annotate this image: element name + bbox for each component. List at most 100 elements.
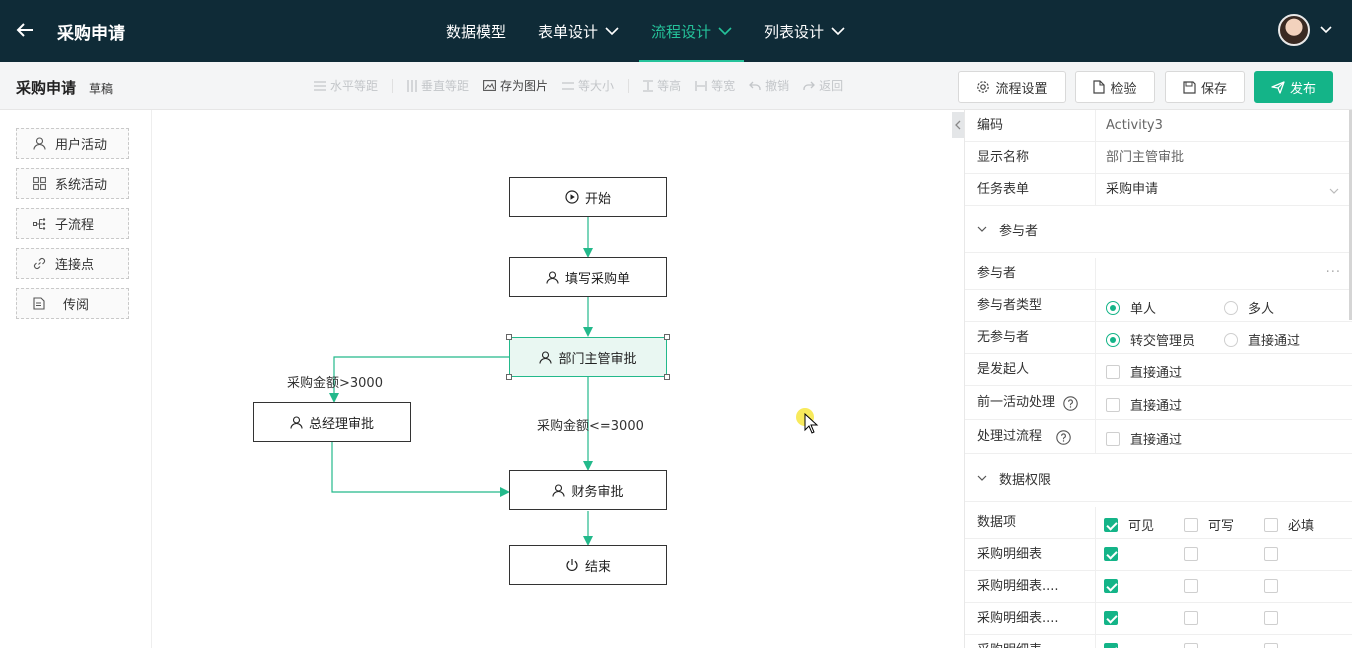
undo-icon: [749, 81, 761, 91]
resize-handle[interactable]: [506, 374, 512, 380]
checkbox-visible[interactable]: [1104, 611, 1128, 625]
node-start[interactable]: 开始: [509, 177, 667, 217]
properties-scrollbar[interactable]: [1349, 110, 1352, 320]
edge-gm-finance: [331, 442, 510, 497]
prop-task-form: 任务表单 采购申请: [965, 174, 1352, 206]
prop-no-participant: 无参与者 转交管理员 直接通过: [965, 322, 1352, 354]
checkbox-visible[interactable]: [1104, 579, 1128, 593]
edge-label-over-3000[interactable]: 采购金额>3000: [287, 376, 383, 391]
save-button[interactable]: 保存: [1165, 71, 1245, 103]
permission-row: 采购明细表: [965, 635, 1352, 648]
participant-picker[interactable]: ···: [1095, 258, 1352, 290]
user-icon: [290, 415, 303, 429]
palette-circulate[interactable]: 传阅: [16, 288, 129, 319]
radio-multi[interactable]: 多人: [1224, 298, 1274, 317]
checkbox-required[interactable]: [1264, 611, 1288, 625]
main-nav: 数据模型 表单设计 流程设计 列表设计: [430, 0, 861, 62]
edge-dept-gm: [329, 356, 509, 403]
display-name-input[interactable]: 部门主管审批: [1095, 142, 1352, 174]
checkbox-writable[interactable]: [1184, 547, 1208, 561]
palette-system-activity[interactable]: 系统活动: [16, 168, 129, 199]
checkbox-required[interactable]: [1264, 643, 1288, 648]
gear-icon: [976, 80, 990, 94]
chevron-down-icon: [977, 475, 987, 482]
prop-code: 编码 Activity3: [965, 110, 1352, 142]
publish-button[interactable]: 发布: [1254, 71, 1333, 103]
flow-settings-button[interactable]: 流程设置: [958, 71, 1066, 103]
checkbox-visible[interactable]: [1104, 547, 1128, 561]
help-icon[interactable]: [1063, 395, 1078, 411]
tab-flow-design[interactable]: 流程设计: [635, 0, 748, 62]
chevron-left-icon: [955, 120, 961, 130]
node-finance-approval[interactable]: 财务审批: [509, 470, 667, 510]
checkbox-writable[interactable]: [1184, 579, 1208, 593]
radio-transfer-admin[interactable]: 转交管理员: [1106, 330, 1195, 349]
collapse-right-handle[interactable]: [952, 112, 964, 138]
back-button[interactable]: [14, 19, 36, 41]
resize-handle[interactable]: [664, 374, 670, 380]
node-fill-purchase-form[interactable]: 填写采购单: [509, 257, 667, 297]
checkbox-initiator-pass[interactable]: 直接通过: [1106, 362, 1182, 381]
divider: [392, 78, 394, 93]
same-height-icon: [643, 79, 654, 92]
same-width-button[interactable]: 等宽: [695, 77, 735, 94]
save-icon: [1183, 80, 1196, 94]
tab-data-model[interactable]: 数据模型: [446, 22, 507, 41]
tab-form-design[interactable]: 表单设计: [522, 0, 635, 62]
same-size-button[interactable]: 等大小: [562, 77, 614, 94]
checkbox-writable-all[interactable]: 可写: [1184, 515, 1234, 534]
node-gm-approval[interactable]: 总经理审批: [253, 402, 411, 442]
palette-connector[interactable]: 连接点: [16, 248, 129, 279]
checkbox-writable[interactable]: [1184, 611, 1208, 625]
checkbox-previous-pass[interactable]: 直接通过: [1106, 395, 1182, 414]
palette-subprocess[interactable]: 子流程: [16, 208, 129, 239]
checkbox-visible-all[interactable]: 可见: [1104, 515, 1154, 534]
radio-single[interactable]: 单人: [1106, 298, 1156, 317]
app-title: 采购申请: [57, 24, 125, 44]
task-form-select[interactable]: 采购申请: [1095, 174, 1352, 206]
play-circle-icon: [565, 190, 579, 204]
node-end[interactable]: 结束: [509, 545, 667, 585]
user-icon: [546, 270, 559, 284]
redo-button[interactable]: 返回: [803, 77, 843, 94]
user-avatar[interactable]: [1278, 14, 1310, 46]
tab-list-design[interactable]: 列表设计: [748, 0, 861, 62]
edge-label-under-3000[interactable]: 采购金额<=3000: [537, 419, 644, 434]
undo-button[interactable]: 撤销: [749, 77, 789, 94]
status-badge: 草稿: [89, 82, 114, 96]
section-participants[interactable]: 参与者: [965, 207, 1352, 253]
checkbox-handled-pass[interactable]: 直接通过: [1106, 429, 1182, 448]
radio-pass-through[interactable]: 直接通过: [1224, 330, 1300, 349]
resize-handle[interactable]: [664, 334, 670, 340]
palette-user-activity[interactable]: 用户活动: [16, 128, 129, 159]
check-button[interactable]: 检验: [1075, 71, 1155, 103]
chevron-down-icon[interactable]: [1320, 23, 1332, 38]
arrow-left-icon: [16, 23, 33, 37]
flow-canvas[interactable]: 开始 填写采购单 部门主管审批 总经理审批 财务审批 结束 采购金额>3000 …: [152, 110, 964, 648]
checkbox-required[interactable]: [1264, 579, 1288, 593]
horizontal-distribute-button[interactable]: 水平等距: [314, 77, 378, 94]
redo-icon: [803, 81, 816, 91]
resize-handle[interactable]: [506, 334, 512, 340]
checkbox-required-all[interactable]: 必填: [1264, 515, 1314, 534]
more-icon[interactable]: ···: [1325, 265, 1341, 280]
divider: [628, 78, 630, 93]
checkbox-required[interactable]: [1264, 547, 1288, 561]
save-image-button[interactable]: 存为图片: [483, 77, 548, 94]
section-data-permissions[interactable]: 数据权限: [965, 456, 1352, 502]
image-icon: [483, 80, 496, 91]
permission-row: 采购明细表: [965, 539, 1352, 571]
top-bar: 采购申请 数据模型 表单设计 流程设计 列表设计: [0, 0, 1352, 62]
checkbox-visible[interactable]: [1104, 643, 1128, 648]
send-icon: [1271, 80, 1285, 94]
activity-palette: 用户活动 系统活动 子流程 连接点 传阅: [0, 110, 152, 648]
flow-connectors: [329, 217, 593, 546]
help-icon[interactable]: [1056, 429, 1071, 445]
vertical-distribute-button[interactable]: 垂直等距: [407, 77, 469, 94]
code-field[interactable]: Activity3: [1095, 110, 1352, 142]
node-dept-approval[interactable]: 部门主管审批: [509, 337, 667, 377]
chevron-down-icon: [718, 26, 732, 36]
same-height-button[interactable]: 等高: [643, 77, 681, 94]
chevron-down-icon: [977, 226, 987, 233]
checkbox-writable[interactable]: [1184, 643, 1208, 648]
